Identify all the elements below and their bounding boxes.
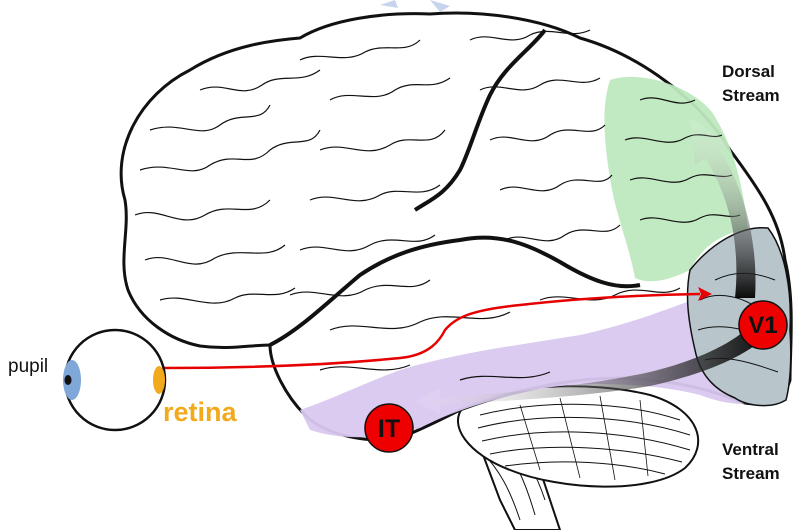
dorsal-stream-line2: Stream (722, 84, 780, 108)
retina-label: retina (163, 397, 237, 428)
v1-label: V1 (748, 312, 777, 339)
ventral-stream-label: Ventral Stream (722, 438, 780, 486)
pupil-dot (65, 375, 72, 385)
dorsal-stream-line1: Dorsal (722, 60, 780, 84)
watermark-mark (380, 0, 450, 12)
pupil-label: pupil (8, 356, 48, 378)
it-label: IT (378, 415, 400, 443)
it-badge: IT (365, 404, 413, 452)
dorsal-stream-label: Dorsal Stream (722, 60, 780, 108)
ventral-stream-line2: Stream (722, 462, 780, 486)
v1-badge: V1 (739, 301, 787, 349)
ventral-stream-line1: Ventral (722, 438, 780, 462)
eye-icon (63, 330, 165, 430)
retina-patch (153, 366, 165, 394)
